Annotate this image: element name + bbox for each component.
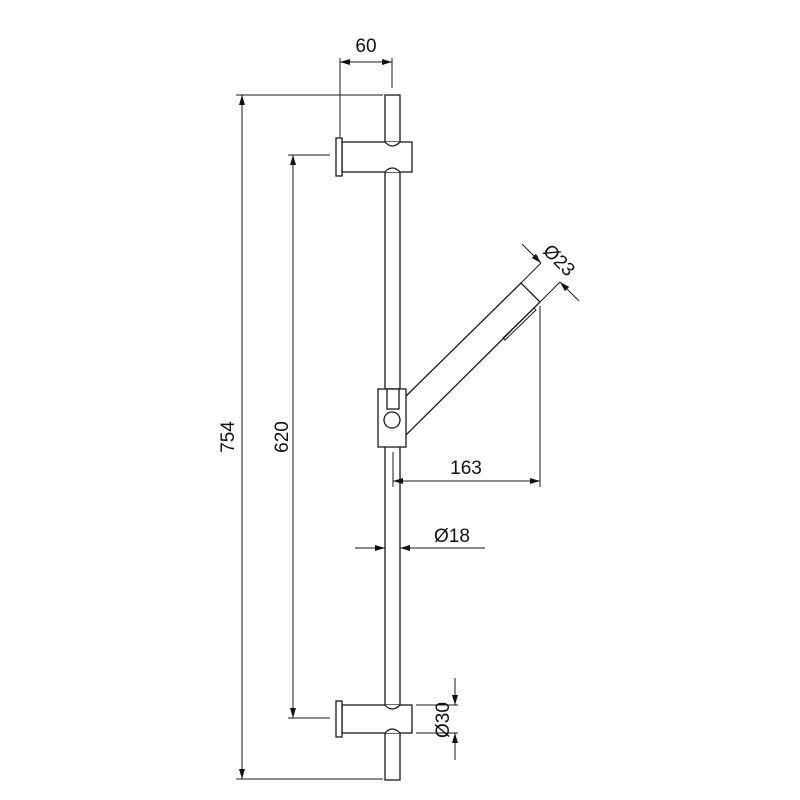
dimension-620: 620 <box>272 154 330 719</box>
dimension-60: 60 <box>339 36 393 137</box>
dimension-diameter-23-label: Ø23 <box>538 241 578 281</box>
dimension-620-label: 620 <box>272 421 293 453</box>
dimension-diameter-30-label: Ø30 <box>433 702 454 738</box>
dimension-163-label: 163 <box>450 458 482 479</box>
top-bracket <box>335 137 413 177</box>
dimension-163: 163 <box>392 306 541 487</box>
dimension-diameter-18-label: Ø18 <box>434 526 470 547</box>
hand-shower <box>403 282 541 439</box>
bottom-bracket <box>335 700 413 738</box>
dimension-diameter-30: Ø30 <box>416 678 458 760</box>
dimension-754: 754 <box>218 94 383 780</box>
slider <box>377 388 407 448</box>
dimension-60-label: 60 <box>355 36 376 57</box>
dimension-diameter-18: Ø18 <box>355 526 485 551</box>
dimension-754-label: 754 <box>218 421 239 453</box>
